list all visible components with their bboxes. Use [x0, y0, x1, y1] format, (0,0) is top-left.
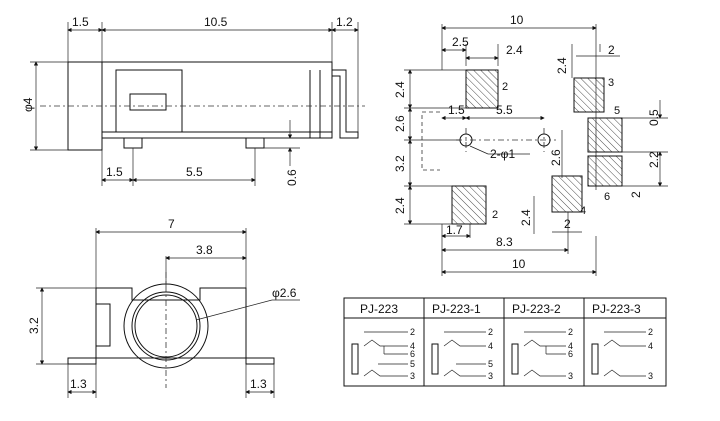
schematic-pj223: 2 4 6 5 3: [351, 327, 415, 381]
pin-223-d: 5: [410, 359, 415, 369]
dim-side-1-5: 1.5: [72, 15, 89, 29]
pin-2232-b: 4: [568, 341, 573, 351]
pad-label-3: 3: [608, 77, 614, 89]
pin-223-e: 3: [410, 371, 415, 381]
dim-fp-left-2-4b: 2.4: [393, 197, 407, 214]
dim-front-7: 7: [168, 217, 175, 231]
dim-fp-holes: 2-φ1: [490, 147, 515, 161]
dim-side-bottom-1-5: 1.5: [106, 165, 123, 179]
dim-fp-2-right: 2: [629, 191, 643, 198]
pin-2233-b: 4: [648, 341, 653, 351]
pin-2233-a: 2: [648, 327, 653, 337]
pin-2232-d: 3: [568, 371, 573, 381]
variant-name-1: PJ-223: [360, 302, 398, 316]
side-view: 1.5 10.5 1.2 φ4 1.5 5.5 0: [21, 15, 365, 186]
schematic-pj223-3: 2 4 3: [591, 327, 653, 381]
schematic-pj223-1: 2 4 5 3: [431, 327, 493, 381]
dim-side-phi4: φ4: [21, 97, 35, 112]
pad-3: [573, 77, 605, 113]
pad-5: [587, 117, 623, 153]
dim-front-3-8: 3.8: [196, 243, 213, 257]
dim-fp-left-2-6: 2.6: [393, 115, 407, 132]
dim-fp-2-6-mid: 2.6: [549, 149, 563, 166]
front-view: 7 3.8 φ2.6 3.2 1.3 1.3: [27, 217, 300, 398]
schematic-pj223-2: 2 4 6 3: [511, 327, 573, 381]
pad-4: [551, 175, 583, 213]
dim-fp-2-4-vert: 2.4: [555, 57, 569, 74]
dim-side-1-2: 1.2: [336, 15, 353, 29]
pad-label-2-bottom: 2: [492, 209, 498, 221]
dim-fp-left-3-2: 3.2: [393, 155, 407, 172]
pad-label-5: 5: [614, 105, 620, 117]
front-outer-ring: [123, 283, 209, 369]
dim-front-left-1-3: 1.3: [70, 377, 87, 391]
dim-front-3-2: 3.2: [27, 317, 41, 334]
dim-fp-1-7: 1.7: [446, 223, 463, 237]
front-body: [95, 287, 247, 359]
variant-name-2: PJ-223-1: [432, 302, 481, 316]
pin-223-c: 6: [410, 349, 415, 359]
dim-fp-2-top-right: 2: [608, 43, 615, 57]
dim-fp-2-4-bot: 2.4: [519, 209, 533, 226]
body-slot: [129, 93, 167, 111]
dim-side-bottom-5-5: 5.5: [186, 165, 203, 179]
pin-223-b: 4: [410, 341, 415, 351]
pin-2232-a: 2: [568, 327, 573, 337]
dim-fp-5-5: 5.5: [496, 103, 513, 117]
pad-6: [587, 155, 623, 187]
pad-label-2-top: 2: [502, 81, 508, 93]
pin-2231-b: 4: [488, 341, 493, 351]
pin-2233-c: 3: [648, 371, 653, 381]
pin-2231-c: 5: [488, 359, 493, 369]
variants-table: PJ-223 PJ-223-1 PJ-223-2 PJ-223-3 2 4 6 …: [343, 297, 667, 387]
dim-front-right-1-3: 1.3: [250, 377, 267, 391]
pin-2231-d: 3: [488, 371, 493, 381]
dim-fp-2-bot: 2: [564, 217, 571, 231]
dim-fp-8-3: 8.3: [496, 235, 513, 249]
variant-name-3: PJ-223-2: [512, 302, 561, 316]
dim-fp-left-2-4a: 2.4: [393, 81, 407, 98]
dim-side-0-6: 0.6: [285, 169, 299, 186]
pin-2231-a: 2: [488, 327, 493, 337]
pad-2-bottom: [451, 185, 487, 225]
dim-fp-0-5: 0.5: [647, 109, 661, 126]
dim-fp-bottom-10: 10: [512, 257, 526, 271]
dim-fp-top-10: 10: [510, 13, 524, 27]
pad-label-6: 6: [604, 191, 610, 203]
pad-label-4: 4: [580, 205, 586, 217]
pin-2232-c: 6: [568, 349, 573, 359]
dim-fp-1-5: 1.5: [448, 103, 465, 117]
dim-front-phi2-6: φ2.6: [272, 286, 297, 300]
dim-fp-2-5: 2.5: [452, 35, 469, 49]
dim-fp-2-4-top: 2.4: [506, 43, 523, 57]
variant-name-4: PJ-223-3: [592, 302, 641, 316]
pcb-footprint: 10 2.5 2.4 2 2.4 2 3 5 6 4 2: [393, 13, 668, 276]
pin-223-a: 2: [410, 327, 415, 337]
pad-2-top: [465, 69, 499, 109]
dim-fp-2-2: 2.2: [647, 151, 661, 168]
dim-side-10-5: 10.5: [204, 15, 228, 29]
